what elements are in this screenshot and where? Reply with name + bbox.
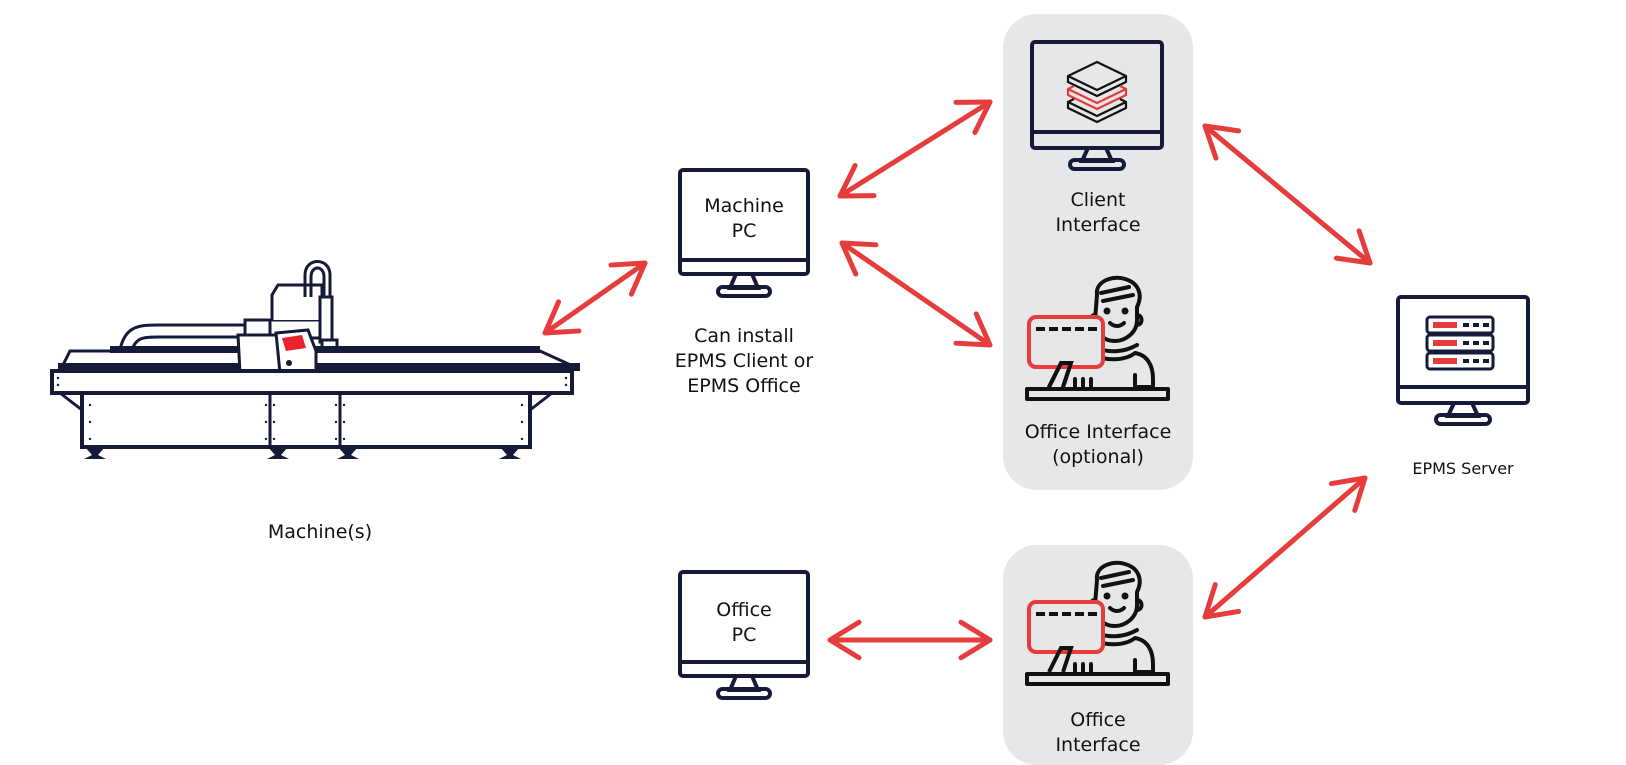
arrowhead-start <box>827 619 862 661</box>
arrow-shaft <box>837 99 993 199</box>
machine-pc-caption: Can install EPMS Client or EPMS Office <box>648 324 840 399</box>
arrowhead-start <box>837 163 877 199</box>
arrow-machine-pc-to-office-interface-optional <box>839 240 993 348</box>
machine-pc-caption-line-3: EPMS Office <box>687 375 801 397</box>
arrow-shaft <box>542 260 648 336</box>
arrowhead-end <box>1333 228 1373 266</box>
machine-pc-caption-line-1: Can install <box>694 325 794 347</box>
office-pc-monitor-icon <box>678 570 810 700</box>
arrowhead-end <box>958 619 993 661</box>
office-pc-line-1: Office <box>716 599 772 621</box>
office-interface-optional-label: Office Interface (optional) <box>1003 420 1193 470</box>
office-interface-line-2: Interface <box>1055 734 1141 756</box>
machine-pc-monitor-icon <box>678 168 810 298</box>
office-interface-optional-line-2: (optional) <box>1052 446 1144 468</box>
arrow-shaft <box>839 240 993 348</box>
arrowhead-end <box>953 311 993 348</box>
arrow-office-interface-to-epms-server <box>1202 475 1368 620</box>
machine-pc-line-2: PC <box>731 220 757 242</box>
office-pc-screen-label: Office PC <box>678 598 810 648</box>
machine-pc-screen-label: Machine PC <box>678 194 810 244</box>
client-interface-line-2: Interface <box>1055 214 1141 236</box>
arrowhead-start <box>839 240 879 277</box>
arrow-office-pc-to-office-interface <box>827 619 993 661</box>
office-pc-line-2: PC <box>731 624 757 646</box>
arrowhead-end <box>1328 475 1368 513</box>
office-interface-label: Office Interface <box>1003 708 1193 758</box>
machine-pc-line-1: Machine <box>704 195 784 217</box>
client-interface-label: Client Interface <box>1003 188 1193 238</box>
epms-server-label: EPMS Server <box>1412 459 1514 478</box>
arrow-shaft <box>1202 123 1373 266</box>
arrowhead-start <box>1202 123 1242 161</box>
arrow-shaft <box>1202 475 1368 620</box>
cutting-machine-icon <box>50 260 580 459</box>
machine-label: Machine(s) <box>267 521 373 543</box>
server-monitor-icon <box>1396 295 1530 426</box>
arrowhead-start <box>1202 582 1242 620</box>
arrow-client-interface-to-epms-server <box>1202 123 1373 266</box>
arrow-machine-to-machine-pc <box>542 260 648 336</box>
arrow-machine-pc-to-client-interface <box>837 99 993 199</box>
office-interface-line-1: Office <box>1070 709 1126 731</box>
client-interface-line-1: Client <box>1070 189 1126 211</box>
layers-monitor-icon <box>1030 40 1164 171</box>
arrowhead-start <box>542 299 582 336</box>
office-interface-optional-line-1: Office Interface <box>1024 421 1172 443</box>
arrowhead-end <box>608 260 648 297</box>
arrowhead-end <box>953 99 993 135</box>
machine-pc-caption-line-2: EPMS Client or <box>674 350 814 372</box>
person-at-computer-icon <box>1025 560 1170 686</box>
person-at-computer-icon <box>1025 275 1170 401</box>
